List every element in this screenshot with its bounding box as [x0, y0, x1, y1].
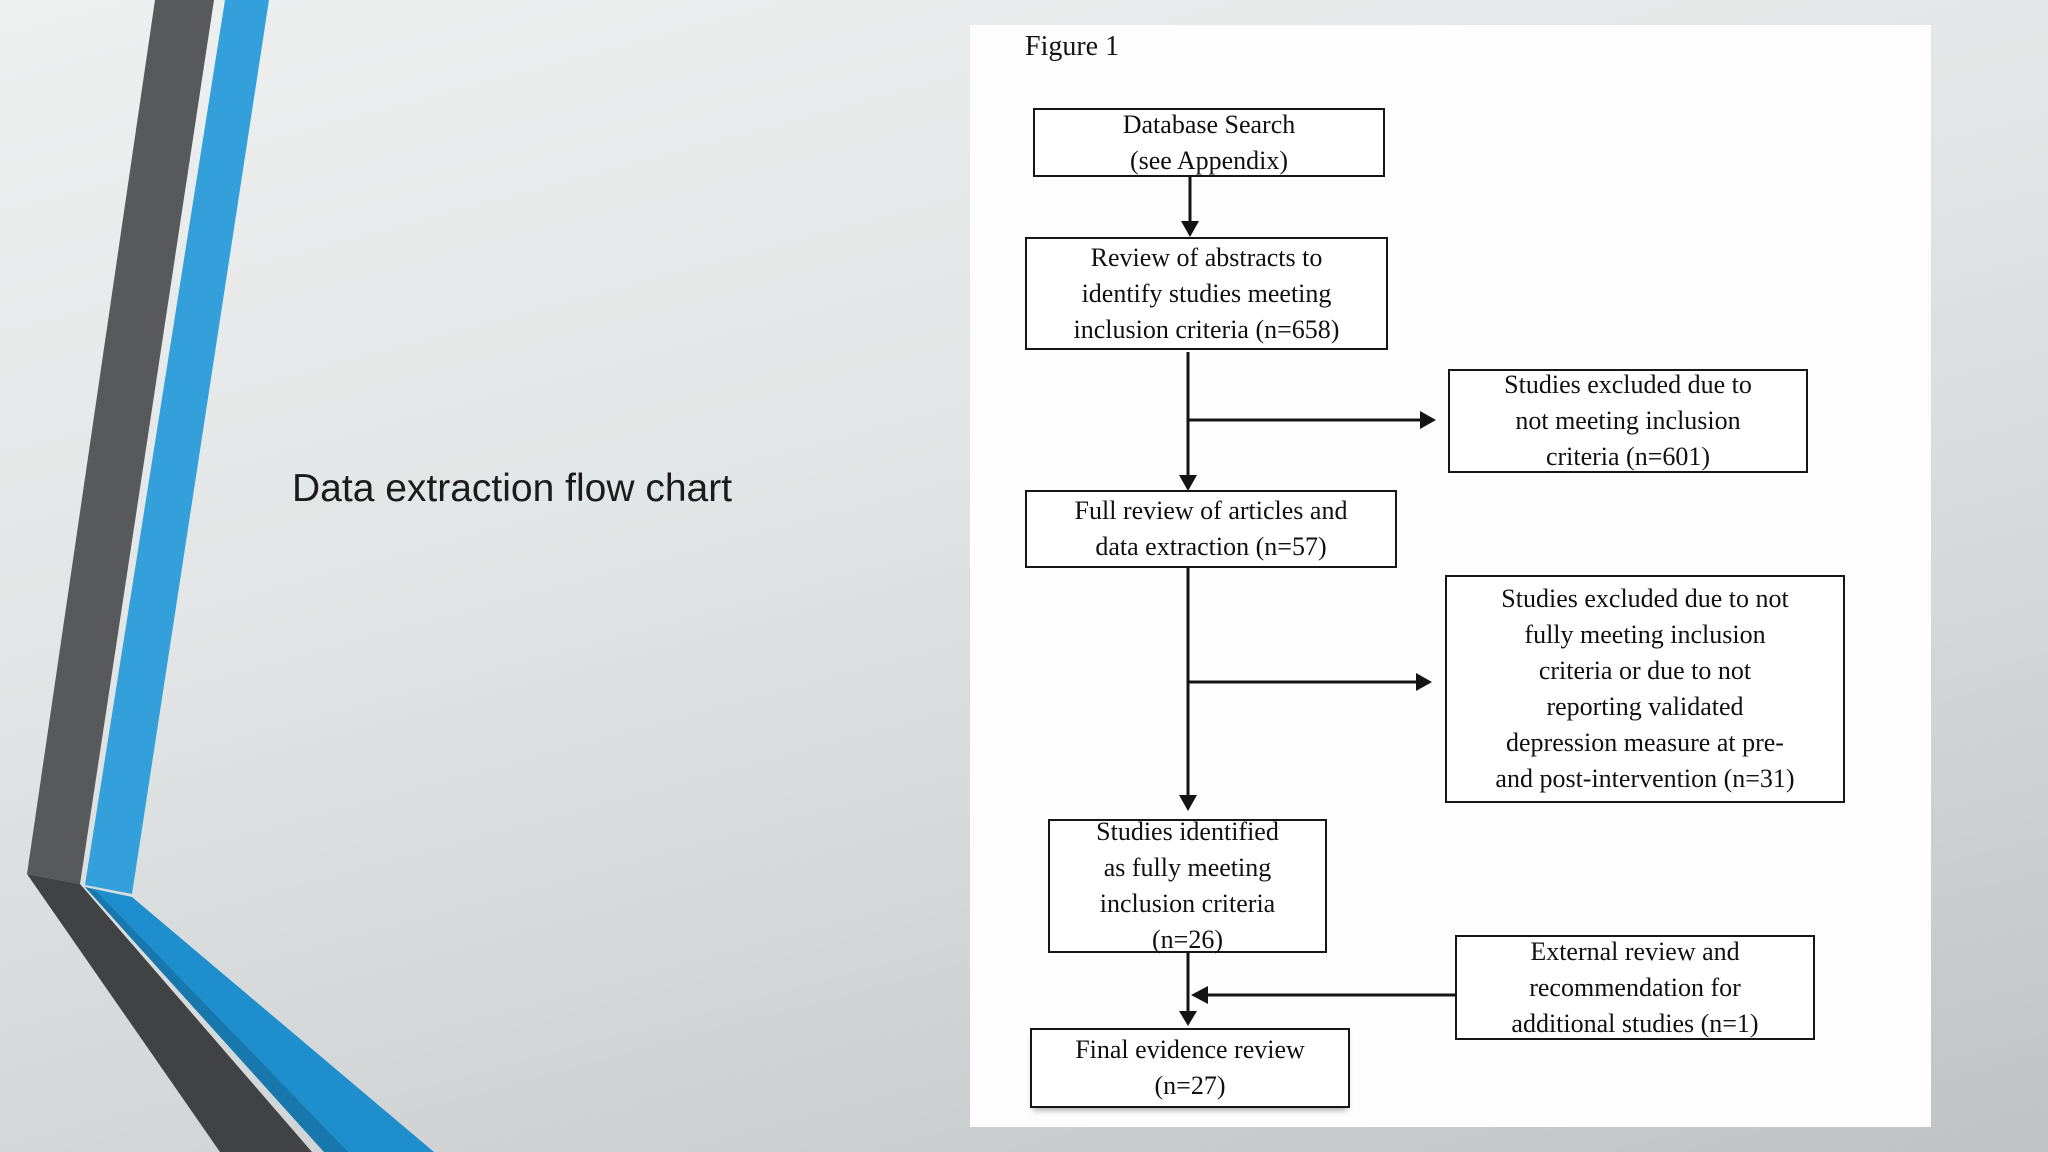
ribbon-gray-upper-leg — [27, 0, 214, 884]
ribbon-blue-upper-leg — [85, 0, 269, 894]
ribbon-blue-lower-leg — [85, 887, 434, 1152]
node-excluded-not-meeting: Studies excluded due to not meeting incl… — [1448, 369, 1808, 473]
arrow-identified-to-final — [1179, 952, 1197, 1026]
arrow-fullreview-to-identified — [1179, 568, 1197, 811]
figure-label: Figure 1 — [1025, 31, 1120, 62]
slide-title: Data extraction flow chart — [292, 467, 733, 510]
ribbon-blue-lower-edge — [85, 887, 348, 1152]
node-excluded-not-fully: Studies excluded due to not fully meetin… — [1445, 575, 1845, 803]
node-external-review: External review and recommendation for a… — [1455, 935, 1815, 1040]
node-full-review: Full review of articles and data extract… — [1025, 490, 1397, 568]
arrow-external-to-junction — [1191, 986, 1455, 1004]
figure-panel: Figure 1 — [970, 25, 1931, 1127]
arrow-database-to-abstracts — [1181, 177, 1199, 237]
node-review-abstracts: Review of abstracts to identify studies … — [1025, 237, 1388, 350]
ribbon-gray-lower-leg — [27, 874, 312, 1152]
ribbon-accent-graphic — [27, 0, 434, 1152]
arrow-abstracts-to-fullreview — [1179, 352, 1197, 491]
arrow-branch-excluded-601 — [1188, 411, 1436, 429]
arrow-branch-excluded-31 — [1188, 673, 1432, 691]
node-identified-studies: Studies identified as fully meeting incl… — [1048, 817, 1327, 954]
node-database-search: Database Search (see Appendix) — [1033, 108, 1385, 177]
node-final-evidence-review: Final evidence review (n=27) — [1030, 1028, 1350, 1108]
